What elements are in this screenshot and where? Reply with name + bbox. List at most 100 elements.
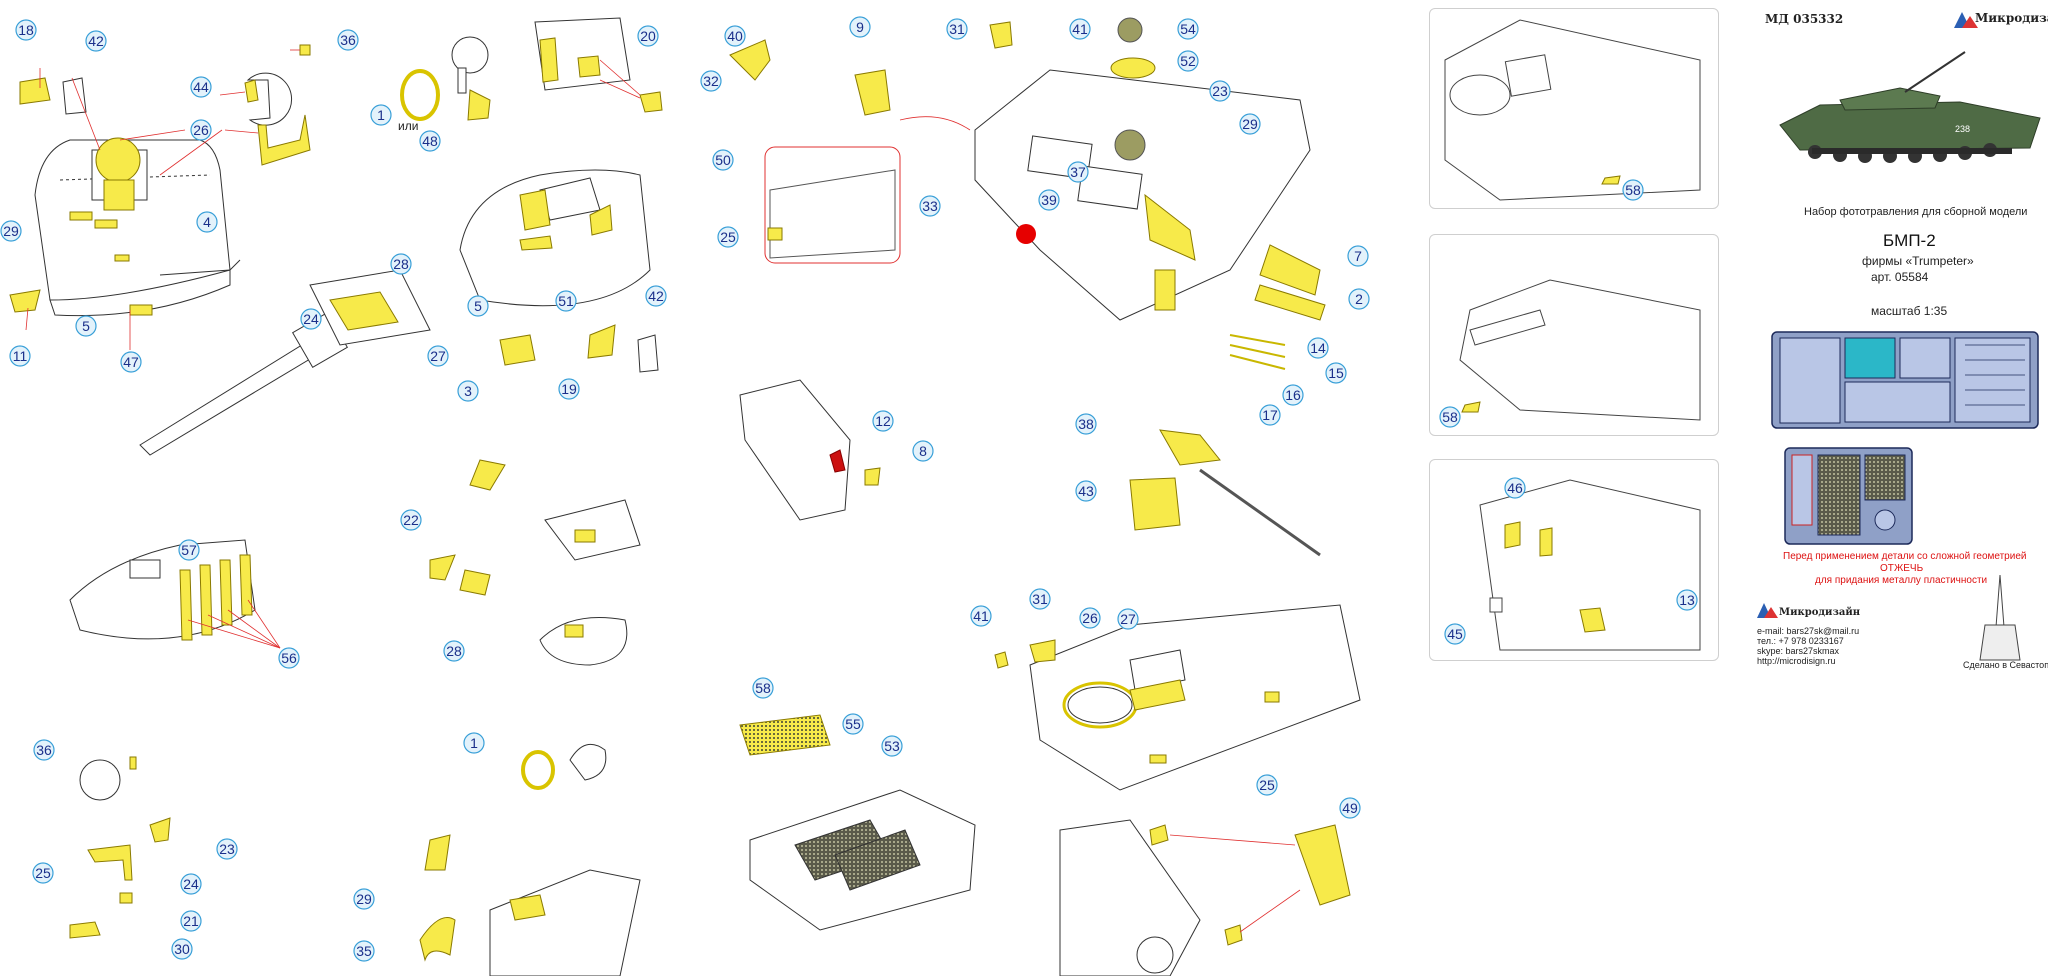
callout-circle (33, 739, 55, 761)
callout-number: 5 (82, 318, 90, 334)
callout-number: 40 (727, 28, 743, 44)
callout-number: 27 (430, 348, 446, 364)
contact-website[interactable]: http://microdisign.ru (1757, 656, 1836, 666)
fret-sheet-2 (1784, 447, 1913, 545)
part-callout-21: 21 (180, 910, 202, 932)
or-label: или (398, 119, 419, 133)
set-caption: Набор фототравления для сборной модели (1804, 206, 2028, 218)
callout-circle (370, 104, 392, 126)
callout-circle (842, 713, 864, 735)
callout-number: 18 (18, 22, 34, 38)
callout-number: 28 (446, 643, 462, 659)
callout-circle (1177, 50, 1199, 72)
warning-line-1: Перед применением детали со сложной геом… (1783, 551, 2027, 562)
made-in-label: Сделано в Севастополе (1963, 660, 2048, 670)
tank-number: 238 (1955, 124, 1970, 134)
callout-circle (717, 226, 739, 248)
callout-number: 30 (174, 941, 190, 957)
part-callout-12: 12 (872, 410, 894, 432)
part-callout-28: 28 (390, 253, 412, 275)
callout-circle (85, 30, 107, 52)
callout-circle (196, 211, 218, 233)
part-callout-54: 54 (1177, 18, 1199, 40)
part-callout-1: 1 (370, 104, 392, 126)
callout-circle (645, 285, 667, 307)
callout-circle (1504, 477, 1526, 499)
detail-panels-art (1444, 19, 1701, 651)
callout-number: 38 (1078, 416, 1094, 432)
callout-number: 52 (1180, 53, 1196, 69)
callout-number: 31 (949, 21, 965, 37)
callout-number: 58 (1442, 409, 1458, 425)
callout-circle (337, 29, 359, 51)
callout-circle (1209, 80, 1231, 102)
part-callout-7: 7 (1347, 245, 1369, 267)
part-callout-26: 26 (1079, 607, 1101, 629)
callout-number: 9 (856, 19, 864, 35)
brand-name: Микродизайн (1975, 11, 2048, 25)
callout-number: 4 (203, 214, 211, 230)
part-callout-29: 29 (353, 888, 375, 910)
callout-circle (0, 220, 22, 242)
callout-circle (919, 195, 941, 217)
warning-line-2: ОТЖЕЧЬ (1880, 563, 1924, 574)
callout-number: 13 (1679, 592, 1695, 608)
callout-number: 42 (648, 288, 664, 304)
callout-number: 58 (755, 680, 771, 696)
callout-circle (558, 378, 580, 400)
callout-number: 46 (1507, 480, 1523, 496)
callout-circle (390, 253, 412, 275)
callout-circle (457, 380, 479, 402)
callout-number: 29 (356, 891, 372, 907)
callout-circle (75, 315, 97, 337)
part-callout-2: 2 (1348, 288, 1370, 310)
callout-number: 23 (1212, 83, 1228, 99)
contact-phone: тел.: +7 978 0233167 (1757, 636, 1844, 646)
part-callout-45: 45 (1444, 623, 1466, 645)
callout-number: 39 (1041, 192, 1057, 208)
part-callout-29: 29 (0, 220, 22, 242)
part-callout-30: 30 (171, 938, 193, 960)
part-callout-16: 16 (1282, 384, 1304, 406)
part-callout-57: 57 (178, 539, 200, 561)
part-callout-37: 37 (1067, 161, 1089, 183)
part-callout-25: 25 (32, 862, 54, 884)
callout-circle (1259, 404, 1281, 426)
callout-circle (190, 76, 212, 98)
part-callout-36: 36 (33, 739, 55, 761)
part-callout-52: 52 (1177, 50, 1199, 72)
callout-number: 21 (183, 913, 199, 929)
callout-circle (353, 940, 375, 962)
callout-circle (1079, 607, 1101, 629)
callout-number: 28 (393, 256, 409, 272)
callout-number: 27 (1120, 611, 1136, 627)
callout-number: 17 (1262, 407, 1278, 423)
callout-number: 53 (884, 738, 900, 754)
callout-number: 48 (422, 133, 438, 149)
callout-circle (912, 440, 934, 462)
callout-number: 19 (561, 381, 577, 397)
lower-left-group (69, 459, 641, 976)
callout-circle (300, 308, 322, 330)
part-callout-25: 25 (717, 226, 739, 248)
callout-number: 7 (1354, 248, 1362, 264)
part-callout-49: 49 (1339, 797, 1361, 819)
part-callout-44: 44 (190, 76, 212, 98)
part-callout-20: 20 (637, 25, 659, 47)
part-callout-22: 22 (400, 509, 422, 531)
part-callout-55: 55 (842, 713, 864, 735)
callout-number: 8 (919, 443, 927, 459)
part-callout-25: 25 (1256, 774, 1278, 796)
callout-number: 16 (1285, 387, 1301, 403)
callout-circle (443, 640, 465, 662)
callout-circle (32, 862, 54, 884)
callout-circle (1117, 608, 1139, 630)
sevastopol-monument (1979, 574, 2021, 661)
part-callout-15: 15 (1325, 362, 1347, 384)
part-callout-29: 29 (1239, 113, 1261, 135)
part-callout-18: 18 (15, 19, 37, 41)
part-callout-19: 19 (558, 378, 580, 400)
part-callout-5: 5 (467, 295, 489, 317)
callout-circle (637, 25, 659, 47)
callout-circle (463, 732, 485, 754)
